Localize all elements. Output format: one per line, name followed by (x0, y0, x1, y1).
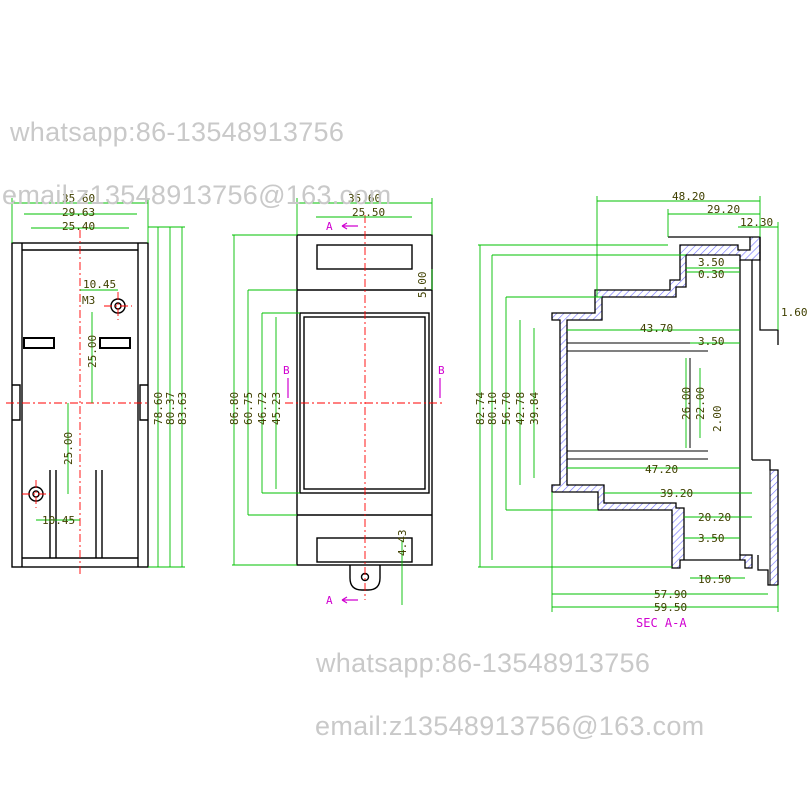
dim-sec-top-3: 12.30 (740, 216, 773, 229)
dim-left-vertical-top: 25.00 (86, 335, 99, 368)
section-label-a-top: A (326, 220, 333, 233)
dim-left-vertical-bottom: 25.00 (62, 432, 75, 465)
dim-sec-left-4: 42.78 (514, 392, 527, 425)
screw-label: M3 (82, 294, 95, 307)
dim-sec-left-3: 56.70 (500, 392, 513, 425)
dim-sec-left-2: 80.10 (486, 392, 499, 425)
dim-sec-3920: 39.20 (660, 487, 693, 500)
watermark-bottom-whatsapp: whatsapp:86-13548913756 (316, 648, 651, 678)
dim-left-top-1: 35.60 (62, 192, 95, 205)
middle-view-outer (296, 234, 433, 566)
dim-mid-left-3: 46.72 (256, 392, 269, 425)
dim-sec-350-mid: 3.50 (698, 335, 725, 348)
dim-sec-350-bot: 3.50 (698, 532, 725, 545)
watermark-top-email: email:z13548913756@163.com (2, 180, 392, 210)
dim-left-right-2: 80.37 (164, 392, 177, 425)
left-view-clip-left (23, 337, 55, 349)
section-right-wall (739, 237, 779, 586)
section-view-dim-labels: 48.20 29.20 12.30 82.74 80.10 56.70 42.7… (474, 190, 808, 630)
dim-sec-2200: 22.00 (694, 387, 707, 420)
dim-sec-top-2: 29.20 (707, 203, 740, 216)
dim-mid-top-1: 35.60 (348, 192, 381, 205)
dim-sec-top-1: 48.20 (672, 190, 705, 203)
dim-mid-left-2: 60.75 (242, 392, 255, 425)
left-view-centerlines (6, 230, 150, 575)
left-view-ribs (49, 470, 103, 558)
dim-sec-160: 1.60 (781, 306, 808, 319)
dim-sec-4720: 47.20 (645, 463, 678, 476)
dim-sec-030: 0.30 (698, 268, 725, 281)
left-view-rail-notches (12, 384, 148, 421)
section-label-a-bottom: A (326, 594, 333, 607)
dim-left-right-3: 83.63 (176, 392, 189, 425)
section-hatch-side (769, 469, 779, 586)
dim-left-hole-top: 10.45 (83, 278, 116, 291)
section-internal-lines (567, 342, 708, 460)
section-view-dimensions (478, 196, 779, 612)
middle-view (296, 234, 433, 591)
watermark-top-whatsapp: whatsapp:86-13548913756 (10, 117, 345, 147)
left-view-clip-right (99, 337, 131, 349)
dim-sec-bottom-2: 59.50 (654, 601, 687, 614)
left-view-inner-wall (21, 243, 139, 567)
left-view-dim-labels: 35.60 29.63 25.40 78.60 80.37 83.63 10.4… (42, 192, 189, 527)
dim-mid-small-top: 5.00 (416, 272, 429, 299)
dim-sec-200: 2.00 (711, 406, 724, 433)
watermark-bottom-email: email:z13548913756@163.com (315, 711, 705, 741)
dim-sec-1050: 10.50 (698, 573, 731, 586)
left-view-dimensions (11, 198, 185, 568)
section-title: SEC A-A (636, 616, 687, 630)
dim-sec-350-top: 3.50 (698, 256, 725, 269)
dim-sec-2020: 20.20 (698, 511, 731, 524)
dim-mid-left-1: 86.80 (228, 392, 241, 425)
middle-view-bottom-window (316, 537, 413, 563)
middle-view-dimensions (232, 198, 433, 605)
dim-left-right-1: 78.60 (152, 392, 165, 425)
dim-left-top-2: 29.63 (62, 206, 95, 219)
dim-mid-left-4: 45.23 (270, 392, 283, 425)
dim-sec-4370: 43.70 (640, 322, 673, 335)
dim-mid-small-bottom: 4.43 (396, 530, 409, 557)
dim-sec-left-1: 82.74 (474, 392, 487, 425)
section-label-b-right: B (438, 364, 445, 377)
section-view (551, 236, 779, 586)
dim-sec-bottom-1: 57.90 (654, 588, 687, 601)
dim-left-hole-bottom: 10.45 (42, 514, 75, 527)
dim-left-top-3: 25.40 (62, 220, 95, 233)
section-wall (551, 236, 761, 569)
section-label-b-left: B (283, 364, 290, 377)
middle-view-top-window (316, 244, 413, 270)
dim-sec-2600: 26.00 (680, 387, 693, 420)
middle-view-centerlines (285, 215, 445, 600)
dim-mid-top-2: 25.50 (352, 206, 385, 219)
dim-sec-left-5: 39.84 (528, 392, 541, 425)
middle-view-dim-labels: 35.60 25.50 A A B B 86.80 60.75 46.72 45… (228, 192, 445, 607)
middle-view-section-marks (287, 222, 441, 604)
